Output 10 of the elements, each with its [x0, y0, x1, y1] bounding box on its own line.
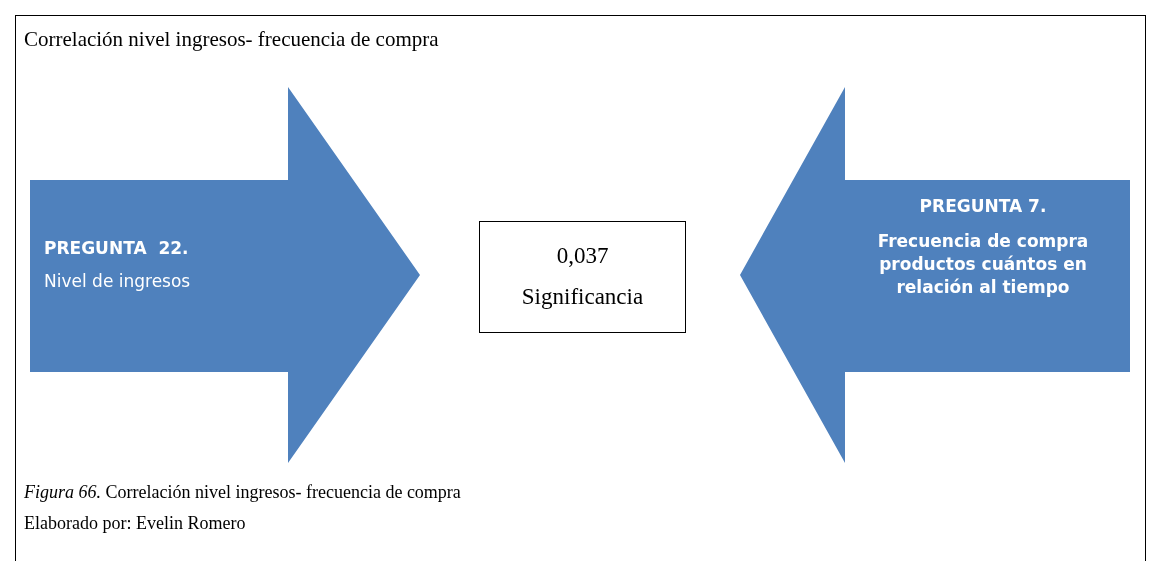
diagram-title: Correlación nivel ingresos- frecuencia de compra	[24, 26, 439, 53]
question-text: Frecuencia de compra productos cuántos en relación al tiempo	[876, 229, 1090, 299]
value-text: 0,037	[556, 242, 609, 271]
question-heading: PREGUNTA 22.	[44, 237, 190, 260]
figure-caption: Figura 66. Correlación nivel ingresos- frecuencia de compra	[24, 481, 461, 504]
question-heading: PREGUNTA 7.	[919, 195, 1047, 218]
author-note: Elaborado por: Evelin Romero	[24, 512, 246, 535]
value-box	[479, 221, 686, 333]
question-text: Nivel de ingresos	[44, 269, 192, 293]
value-label: Significancia	[521, 283, 644, 311]
